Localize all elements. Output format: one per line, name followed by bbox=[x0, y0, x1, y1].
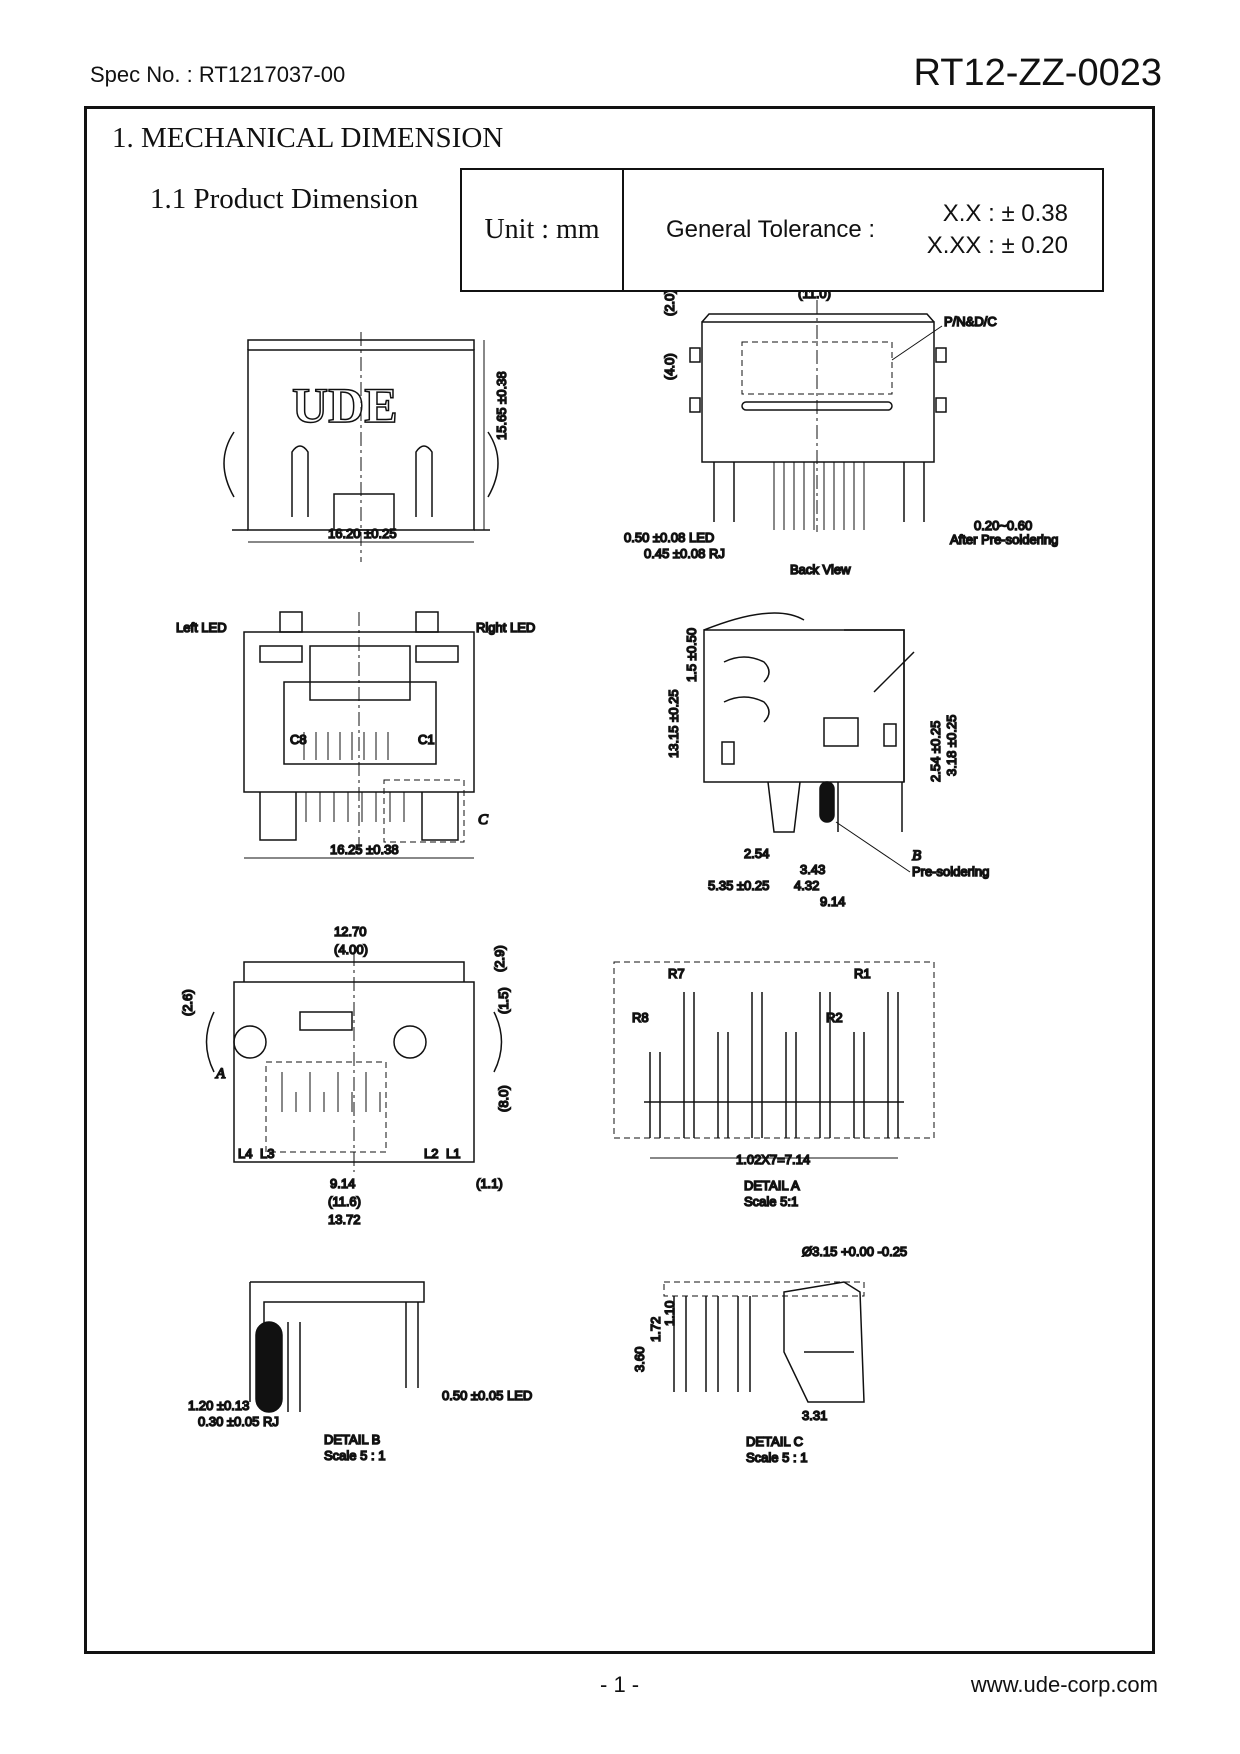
back-presolder-note: After Pre-soldering bbox=[950, 532, 1058, 547]
detail-b-d3: 0.50 ±0.05 LED bbox=[442, 1388, 532, 1403]
side-view: 13.15 ±0.25 1.5 ±0.50 2.54 ±0.25 3.18 ±0… bbox=[665, 612, 990, 910]
detail-c: Ø3.15 +0.00 -0.25 3.60 1.72 1.10 3.31 DE… bbox=[631, 1243, 908, 1466]
side-h2: 1.5 ±0.50 bbox=[684, 628, 699, 682]
tolerance-label: General Tolerance : bbox=[666, 216, 876, 243]
detail-b-marker: B bbox=[912, 848, 921, 864]
general-tolerance-cell: General Tolerance : X.X : ± 0.38 X.XX : … bbox=[624, 170, 1102, 290]
unit-cell: Unit : mm bbox=[462, 170, 624, 290]
side-d5: 9.14 bbox=[820, 894, 845, 909]
side-d2: 3.43 bbox=[800, 862, 825, 877]
page-number: - 1 - bbox=[600, 1672, 640, 1697]
detail-c-w: 3.31 bbox=[802, 1408, 827, 1423]
website-link[interactable]: www.ude-corp.com bbox=[970, 1672, 1158, 1697]
detail-a-marker: A bbox=[215, 1066, 226, 1082]
side-d4: 4.32 bbox=[794, 878, 819, 893]
detail-c-scale: Scale 5 : 1 bbox=[746, 1450, 807, 1465]
detail-a-scale: Scale 5:1 bbox=[744, 1194, 798, 1209]
detail-a: R7 R1 R8 R2 1.02X7=7.14 DETAIL A Scale 5… bbox=[613, 961, 935, 1210]
pin-r1: R1 bbox=[854, 966, 871, 981]
port-width-dim: 16.25 ±0.38 bbox=[330, 842, 399, 857]
tolerance-table: Unit : mm General Tolerance : X.X : ± 0.… bbox=[460, 168, 1104, 292]
detail-b: 1.20 ±0.13 0.30 ±0.05 RJ 0.50 ±0.05 LED … bbox=[187, 1281, 533, 1464]
bottom-d3: (2.9) bbox=[492, 945, 507, 972]
bottom-l3: L3 bbox=[260, 1146, 274, 1161]
bottom-d10: 13.72 bbox=[328, 1212, 361, 1227]
detail-a-pitch: 1.02X7=7.14 bbox=[736, 1152, 810, 1167]
bottom-l4: L4 bbox=[238, 1146, 252, 1161]
spec-number: Spec No. : RT1217037-00 bbox=[90, 62, 346, 87]
detail-b-d2: 0.30 ±0.05 RJ bbox=[198, 1414, 279, 1429]
pin-r8: R8 bbox=[632, 1010, 649, 1025]
right-led-label: Right LED bbox=[476, 620, 535, 635]
left-led-label: Left LED bbox=[176, 620, 227, 635]
bottom-d8: (1.1) bbox=[476, 1176, 503, 1191]
bottom-d9: (11.6) bbox=[328, 1194, 361, 1209]
back-view: (11.0) (2.0) (4.0) P/N&D/C 0.50 ±0.08 LE… bbox=[623, 292, 1059, 578]
front-width-dim: 16.20 ±0.25 bbox=[328, 526, 397, 541]
mechanical-drawings: UDE 16.20 ±0.25 15.65 ±0.38 (11.0) (2.0)… bbox=[175, 292, 1059, 1466]
detail-a-caption: DETAIL A bbox=[744, 1178, 800, 1193]
back-marking: P/N&D/C bbox=[944, 314, 997, 329]
bottom-d6: (8.0) bbox=[496, 1085, 511, 1112]
back-caption: Back View bbox=[790, 562, 851, 577]
bottom-d1: 12.70 bbox=[334, 924, 367, 939]
side-presolder: Pre-soldering bbox=[912, 864, 989, 879]
back-rj-pin: 0.45 ±0.08 RJ bbox=[644, 546, 725, 561]
bottom-d5: (1.5) bbox=[496, 987, 511, 1014]
detail-b-d1: 1.20 ±0.13 bbox=[188, 1398, 249, 1413]
bottom-l1: L1 bbox=[446, 1146, 460, 1161]
front-view: UDE 16.20 ±0.25 15.65 ±0.38 bbox=[223, 332, 510, 562]
bottom-d4: (2.6) bbox=[180, 989, 195, 1016]
detail-c-h1: 3.60 bbox=[632, 1347, 647, 1372]
bottom-d2: (4.00) bbox=[334, 942, 368, 957]
side-h1: 13.15 ±0.25 bbox=[666, 689, 681, 758]
bottom-view: 12.70 (4.00) (2.9) (2.6) (1.5) (8.0) A L… bbox=[179, 923, 512, 1228]
detail-c-h3: 1.10 bbox=[662, 1301, 677, 1326]
back-dim-11: (11.0) bbox=[798, 292, 831, 301]
back-dim-4: (4.0) bbox=[662, 353, 677, 380]
pin-r7: R7 bbox=[668, 966, 685, 981]
back-led-pin: 0.50 ±0.08 LED bbox=[624, 530, 714, 545]
bottom-l2: L2 bbox=[424, 1146, 438, 1161]
side-d1: 2.54 bbox=[744, 846, 769, 861]
pin-r2: R2 bbox=[826, 1010, 843, 1025]
detail-b-scale: Scale 5 : 1 bbox=[324, 1448, 385, 1463]
detail-c-h2: 1.72 bbox=[648, 1317, 663, 1342]
side-d3: 5.35 ±0.25 bbox=[708, 878, 769, 893]
back-presolder: 0.20~0.60 bbox=[974, 518, 1032, 533]
pin-c1: C1 bbox=[418, 732, 435, 747]
tolerance-xx: X.XX : ± 0.20 bbox=[926, 232, 1068, 259]
detail-b-caption: DETAIL B bbox=[324, 1432, 380, 1447]
section-subtitle: 1.1 Product Dimension bbox=[150, 183, 419, 215]
drawing-frame bbox=[84, 106, 1155, 1654]
side-h4: 3.18 ±0.25 bbox=[944, 715, 959, 776]
pin-c8: C8 bbox=[290, 732, 307, 747]
ude-logo: UDE bbox=[292, 377, 398, 433]
tolerance-x: X.X : ± 0.38 bbox=[942, 200, 1068, 227]
section-title: 1. MECHANICAL DIMENSION bbox=[112, 122, 504, 154]
port-view: Left LED Right LED C8 C1 C 16.25 ±0.38 bbox=[175, 611, 536, 859]
detail-c-dia: Ø3.15 +0.00 -0.25 bbox=[802, 1244, 907, 1259]
front-height-dim: 15.65 ±0.38 bbox=[494, 371, 509, 440]
back-dim-2: (2.0) bbox=[662, 292, 677, 316]
bottom-d7: 9.14 bbox=[330, 1176, 355, 1191]
document-number: RT12-ZZ-0023 bbox=[913, 52, 1162, 94]
detail-c-marker: C bbox=[478, 812, 489, 828]
detail-c-caption: DETAIL C bbox=[746, 1434, 803, 1449]
side-h3: 2.54 ±0.25 bbox=[928, 721, 943, 782]
